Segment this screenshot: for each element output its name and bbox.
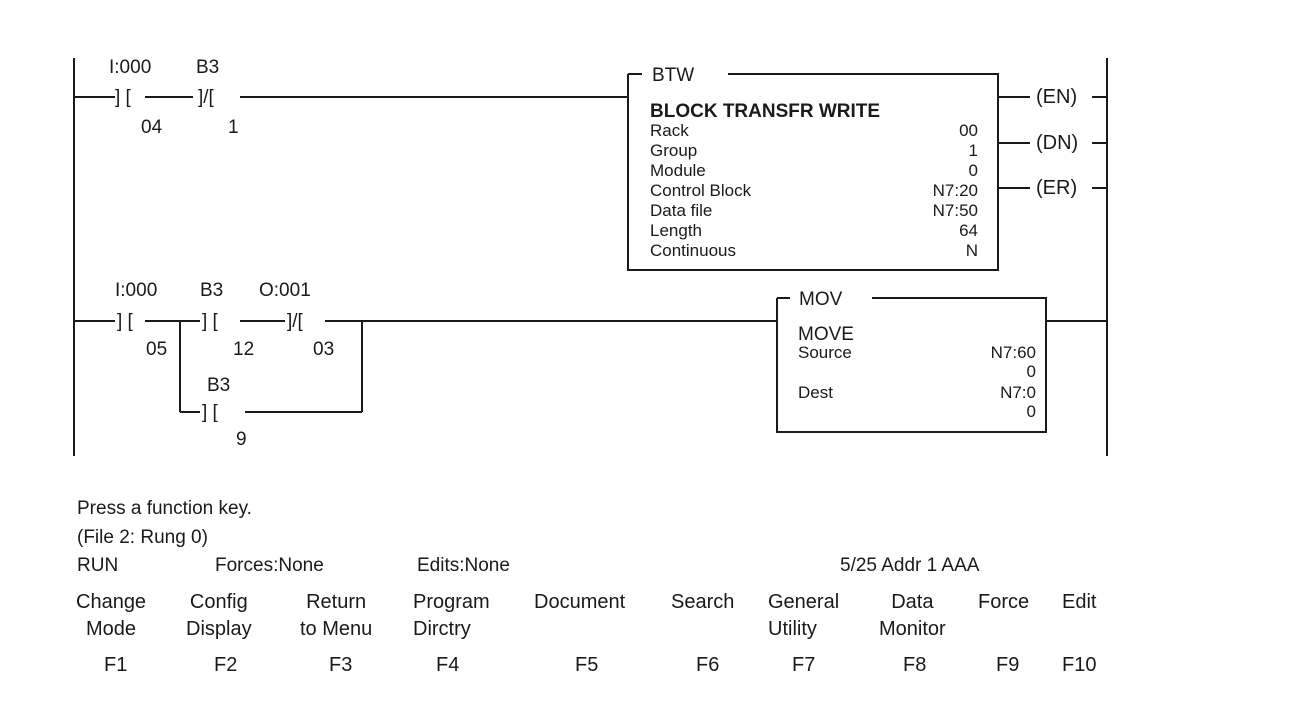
mov-source-value: N7:60 (991, 344, 1036, 361)
rung1-contact2-address: B3 (196, 58, 219, 77)
edits-status: Edits:None (417, 556, 510, 575)
btw-param-value: 0 (969, 162, 978, 179)
f2-config-display-label[interactable]: Config Display (186, 589, 252, 643)
rung2-contact1-address: I:000 (115, 281, 157, 300)
mov-block-title: MOVE (798, 325, 854, 344)
rung2-contact2-symbol[interactable]: ] [ (202, 312, 218, 331)
f9-force-label[interactable]: Force (978, 589, 1029, 616)
rung2-contact1-bit: 05 (146, 340, 167, 359)
dn-coil: (DN) (1036, 133, 1078, 153)
f5-key[interactable]: F5 (575, 655, 598, 675)
btw-param-label: Continuous (650, 242, 736, 259)
rung1-contact2-symbol[interactable]: ]/[ (198, 88, 214, 107)
rung1-contact1-bit: 04 (141, 118, 162, 137)
rung1-contact1-symbol[interactable]: ] [ (115, 88, 131, 107)
rung2-contact1-symbol[interactable]: ] [ (117, 312, 133, 331)
mov-dest-current: 0 (1027, 403, 1036, 420)
mov-source-label: Source (798, 344, 852, 361)
rung2-contact3-symbol[interactable]: ]/[ (287, 312, 303, 331)
f4-key[interactable]: F4 (436, 655, 459, 675)
btw-param-value: N (966, 242, 978, 259)
btw-param-label: Length (650, 222, 702, 239)
rung2-contact3-bit: 03 (313, 340, 334, 359)
en-coil: (EN) (1036, 87, 1077, 107)
btw-param-label: Data file (650, 202, 712, 219)
f8-key[interactable]: F8 (903, 655, 926, 675)
f3-return-to-menu-label[interactable]: Return to Menu (300, 589, 372, 643)
btw-param-value: N7:50 (933, 202, 978, 219)
f10-key[interactable]: F10 (1062, 655, 1096, 675)
btw-param-label: Group (650, 142, 697, 159)
f9-key[interactable]: F9 (996, 655, 1019, 675)
f3-key[interactable]: F3 (329, 655, 352, 675)
mode-status: RUN (77, 556, 118, 575)
mov-dest-label: Dest (798, 384, 833, 401)
branch-contact-bit: 9 (236, 430, 247, 449)
btw-param-value: 1 (969, 142, 978, 159)
btw-param-label: Rack (650, 122, 689, 139)
btw-param-label: Module (650, 162, 706, 179)
er-coil: (ER) (1036, 178, 1077, 198)
branch-contact-symbol[interactable]: ] [ (202, 403, 218, 422)
rung1-contact1-address: I:000 (109, 58, 151, 77)
mov-block-frame (777, 298, 1046, 432)
f7-key[interactable]: F7 (792, 655, 815, 675)
prompt-text: Press a function key. (77, 499, 252, 518)
btw-block-type: BTW (648, 66, 698, 85)
f10-edit-label[interactable]: Edit (1062, 589, 1096, 616)
btw-param-value: 64 (959, 222, 978, 239)
f8-data-monitor-label[interactable]: Data Monitor (879, 589, 946, 643)
node-address-status: 5/25 Addr 1 AAA (840, 556, 979, 575)
f2-key[interactable]: F2 (214, 655, 237, 675)
rung2-contact2-bit: 12 (233, 340, 254, 359)
btw-param-label: Control Block (650, 182, 751, 199)
f6-key[interactable]: F6 (696, 655, 719, 675)
rung2-contact3-address: O:001 (259, 281, 311, 300)
f5-document-label[interactable]: Document (534, 589, 625, 616)
f1-change-mode-label[interactable]: Change Mode (76, 589, 146, 643)
btw-param-value: N7:20 (933, 182, 978, 199)
f7-general-utility-label[interactable]: General Utility (768, 589, 839, 643)
location-text: (File 2: Rung 0) (77, 528, 208, 547)
mov-source-current: 0 (1027, 363, 1036, 380)
forces-status: Forces:None (215, 556, 324, 575)
f4-program-directory-label[interactable]: Program Dirctry (413, 589, 490, 643)
f1-key[interactable]: F1 (104, 655, 127, 675)
mov-dest-value: N7:0 (1000, 384, 1036, 401)
rung2-contact2-address: B3 (200, 281, 223, 300)
btw-block-title: BLOCK TRANSFR WRITE (650, 102, 880, 121)
mov-block-type: MOV (795, 290, 846, 309)
branch-contact-address: B3 (207, 376, 230, 395)
f6-search-label[interactable]: Search (671, 589, 734, 616)
btw-param-value: 00 (959, 122, 978, 139)
rung1-contact2-bit: 1 (228, 118, 239, 137)
